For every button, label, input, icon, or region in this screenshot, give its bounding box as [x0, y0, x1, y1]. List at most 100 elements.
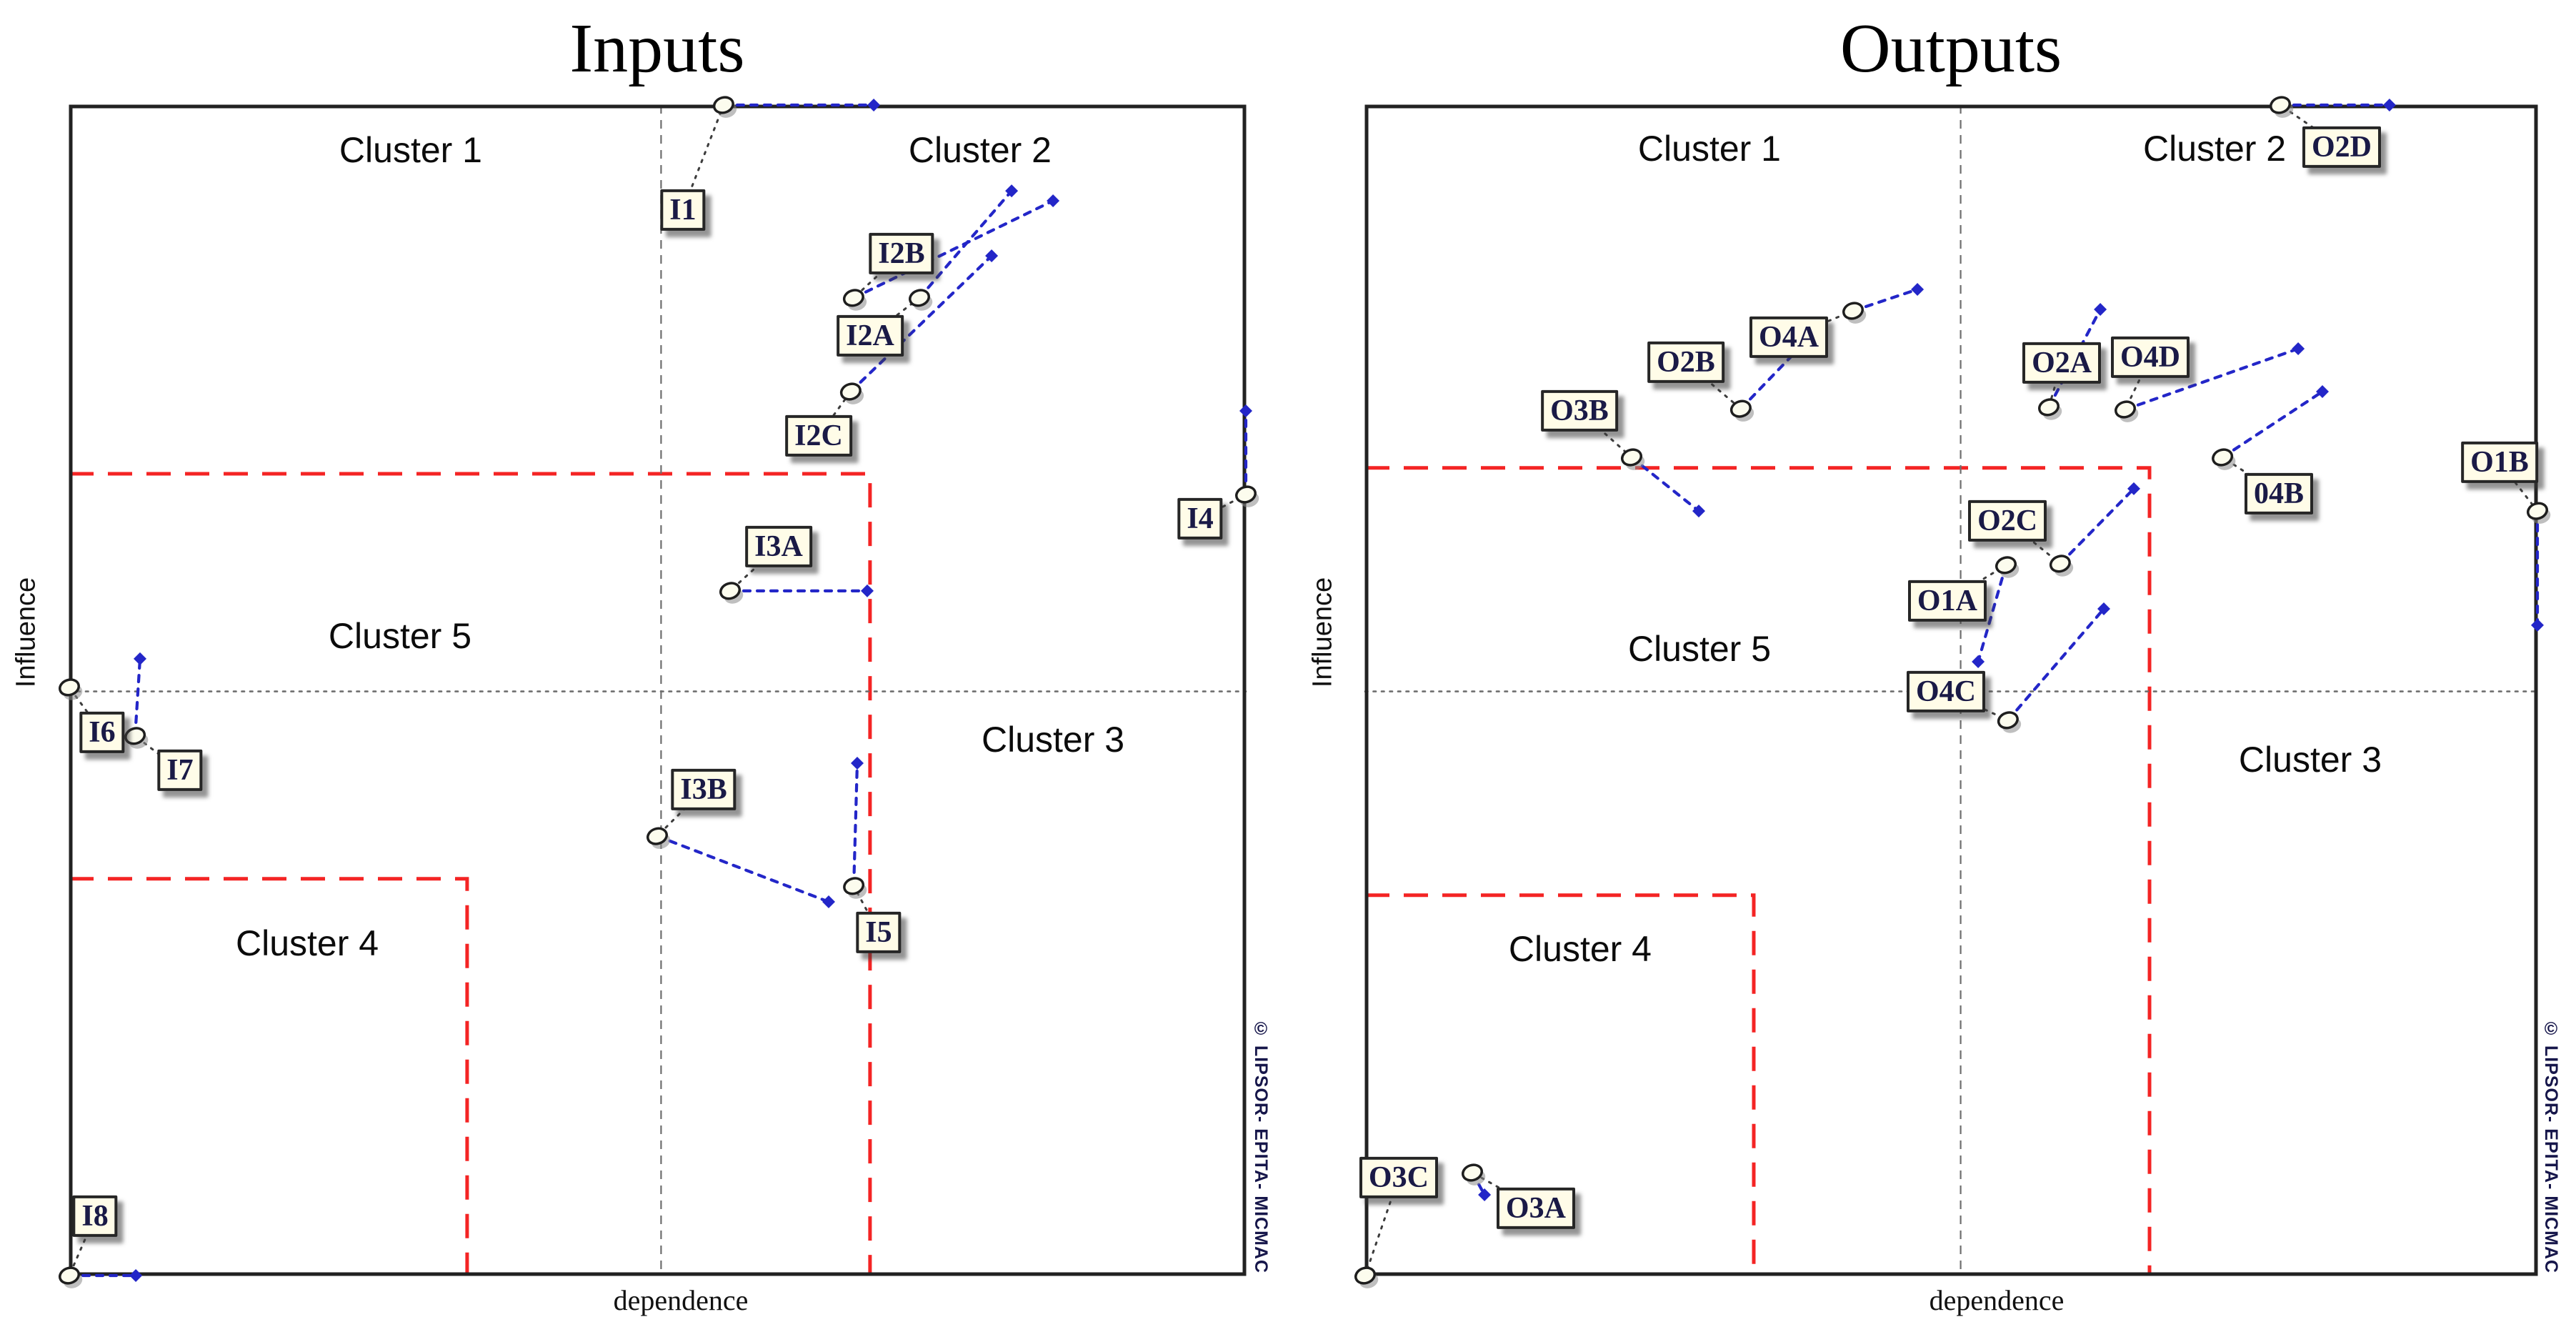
point-label-I6[interactable]: I6 [79, 711, 125, 754]
marker-O2A[interactable] [2037, 397, 2060, 417]
point-label-I3A[interactable]: I3A [745, 525, 812, 568]
marker-I1[interactable] [712, 95, 735, 115]
displacement-arrow-I2B [852, 199, 1055, 299]
arrowhead-O2D [2382, 99, 2396, 111]
cluster4-boundary [1365, 893, 1756, 1276]
cluster5-boundary [69, 472, 872, 1276]
marker-I5[interactable] [842, 876, 865, 896]
point-label-O4D[interactable]: O4D [2110, 336, 2190, 379]
point-label-O3A[interactable]: O3A [1496, 1187, 1575, 1230]
cluster5-boundary [1365, 466, 2152, 1276]
point-label-I1[interactable]: I1 [660, 189, 706, 232]
displacement-arrow-O4A [1851, 287, 1919, 313]
point-label-I2A[interactable]: I2A [837, 314, 904, 357]
cluster-label-cluster-4: Cluster 4 [235, 923, 379, 963]
arrowhead-I3B [822, 895, 835, 908]
point-label-I3B[interactable]: I3B [671, 768, 737, 811]
point-label-O2A[interactable]: O2A [2022, 342, 2102, 384]
point-label-I7[interactable]: I7 [157, 749, 203, 792]
inputs-x-axis-label: dependence [613, 1284, 749, 1316]
marker-O2C[interactable] [2049, 554, 2072, 574]
arrowhead-O1B [2531, 618, 2544, 632]
displacement-arrow-I2A [917, 189, 1014, 299]
inputs-title: Inputs [569, 10, 745, 87]
arrowhead-O4A [1911, 283, 1924, 296]
arrowhead-O2C [2127, 482, 2140, 495]
plot-canvas [59, 96, 1259, 1288]
arrowhead-I2C [985, 249, 999, 262]
marker-I3A[interactable] [719, 581, 742, 601]
point-label-04B[interactable]: 04B [2244, 472, 2313, 515]
inputs-y-axis-label: Influence [11, 577, 41, 688]
marker-I7[interactable] [124, 726, 146, 746]
marker-I6[interactable] [58, 677, 81, 697]
arrowhead-I3A [861, 584, 874, 597]
cluster-label-cluster-1: Cluster 1 [1637, 129, 1781, 169]
marker-O1A[interactable] [1995, 555, 2017, 575]
outputs-y-axis-label: Influence [1307, 577, 1338, 688]
arrowhead-I2A [1005, 184, 1019, 198]
point-label-O3C[interactable]: O3C [1359, 1156, 1438, 1199]
arrowhead-O3A [1478, 1188, 1492, 1201]
arrowhead-I7 [134, 652, 146, 665]
cluster-label-cluster-2: Cluster 2 [2143, 129, 2287, 169]
point-label-I2B[interactable]: I2B [869, 232, 934, 275]
marker-O2B[interactable] [1729, 399, 1752, 419]
marker-I3B[interactable] [646, 826, 669, 846]
displacement-arrow-I3B [655, 834, 831, 904]
displacement-arrow-O4C [2006, 607, 2106, 722]
marker-I8[interactable] [58, 1266, 81, 1286]
point-label-I8[interactable]: I8 [72, 1195, 118, 1238]
cluster-label-cluster-3: Cluster 3 [982, 719, 1125, 760]
inputs-watermark: © LIPSOR- EPITA- MICMAC [1251, 1019, 1271, 1274]
marker-O4A[interactable] [1842, 301, 1864, 321]
point-label-O2B[interactable]: O2B [1647, 341, 1724, 384]
cluster4-boundary [69, 877, 469, 1276]
arrowhead-I4 [1239, 404, 1252, 417]
cluster-label-cluster-5: Cluster 5 [1627, 629, 1772, 669]
plot-canvas [1354, 96, 2551, 1288]
marker-O2D[interactable] [2269, 95, 2292, 115]
arrowhead-O4D [2292, 342, 2305, 355]
marker-I2C[interactable] [839, 382, 862, 402]
displacement-arrow-O2C [2058, 487, 2136, 566]
marker-I2A[interactable] [908, 288, 931, 308]
marker-O3C[interactable] [1354, 1266, 1377, 1286]
point-label-I5[interactable]: I5 [856, 911, 902, 954]
point-label-O4A[interactable]: O4A [1749, 316, 1829, 359]
point-label-O3B[interactable]: O3B [1541, 389, 1618, 432]
displacement-arrow-I5 [852, 761, 859, 888]
displacement-arrow-O3B [1629, 455, 1701, 513]
point-label-O2D[interactable]: O2D [2302, 126, 2381, 169]
arrowhead-O2A [2094, 303, 2107, 316]
arrowhead-I1 [867, 99, 881, 111]
point-label-I4[interactable]: I4 [1177, 497, 1223, 540]
displacement-arrow-O1A [1976, 563, 2008, 664]
marker-O4D[interactable] [2114, 399, 2137, 419]
marker-O4C[interactable] [1997, 710, 2020, 730]
arrowhead-I5 [851, 757, 864, 770]
displacement-arrow-I2C [849, 254, 994, 394]
point-label-O2C[interactable]: O2C [1968, 499, 2047, 542]
displacement-arrow-O4D [2123, 347, 2300, 412]
marker-O1B[interactable] [2526, 501, 2549, 521]
plot-border [1364, 104, 2538, 1276]
marker-I4[interactable] [1234, 484, 1257, 505]
cluster-label-cluster-1: Cluster 1 [339, 130, 482, 171]
point-label-O1B[interactable]: O1B [2461, 441, 2538, 484]
arrowhead-04B [2316, 385, 2329, 398]
marker-04B[interactable] [2211, 447, 2234, 467]
point-label-O1A[interactable]: O1A [1907, 580, 1987, 622]
point-label-I2C[interactable]: I2C [785, 414, 852, 457]
displacement-arrow-I7 [133, 657, 142, 738]
cluster-label-cluster-5: Cluster 5 [328, 615, 472, 656]
marker-I2B[interactable] [842, 288, 865, 308]
point-label-O4C[interactable]: O4C [1906, 670, 1985, 713]
marker-O3B[interactable] [1620, 447, 1643, 467]
arrowhead-I8 [129, 1269, 143, 1282]
arrowhead-I2B [1047, 194, 1060, 207]
marker-O3A[interactable] [1461, 1163, 1484, 1183]
